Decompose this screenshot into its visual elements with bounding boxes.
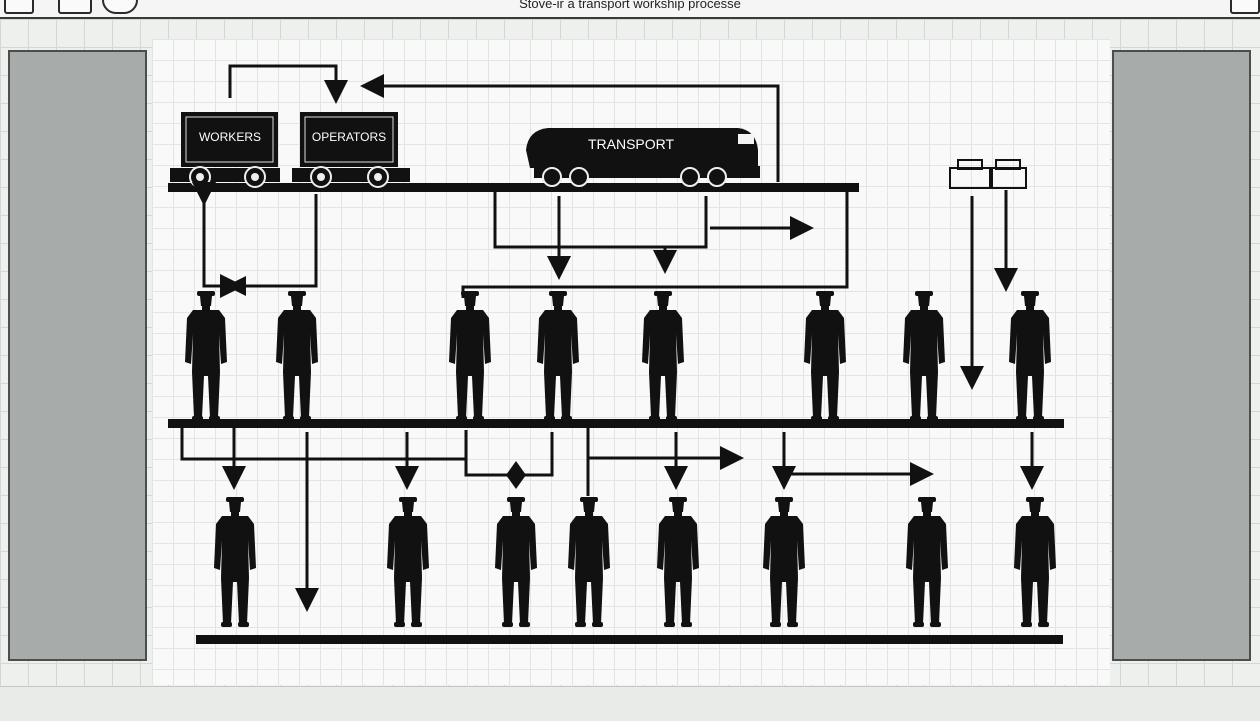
- flow-arrow: [180, 428, 554, 477]
- flow-arrow: [461, 192, 849, 298]
- small-wagon-icon: [949, 159, 1027, 189]
- operators-car: [292, 112, 410, 188]
- transport-label: TRANSPORT: [588, 136, 675, 152]
- rail-bottom: [196, 635, 1063, 644]
- flow-arrow: [228, 64, 348, 104]
- window-title: Stove-ir a transport workship processe: [519, 0, 741, 11]
- window-layout-button[interactable]: [58, 0, 92, 14]
- rail-middle: [168, 419, 1064, 428]
- title-bar: Stove-ir a transport workship processe: [0, 0, 1260, 19]
- left-panel: [8, 50, 147, 661]
- junction-arrow: [226, 276, 246, 296]
- flow-arrow: [586, 428, 738, 496]
- person-figure-row-bottom: [214, 497, 1056, 627]
- workers-car: [170, 112, 280, 188]
- flow-arrow: [493, 192, 708, 249]
- flow-arrow: [202, 194, 318, 286]
- workers-car-label: WORKERS: [199, 130, 261, 144]
- rail-top: [168, 183, 859, 192]
- window-close-button[interactable]: [1230, 0, 1260, 14]
- transport-locomotive: [526, 128, 760, 187]
- flow-arrow: [360, 74, 780, 182]
- junction-diamond: [506, 461, 526, 489]
- window-control-button[interactable]: [4, 0, 34, 14]
- person-figure-row-top: [185, 291, 1051, 421]
- bottom-strip: [0, 686, 1260, 721]
- right-panel: [1112, 50, 1251, 661]
- operators-car-label: OPERATORS: [312, 130, 386, 144]
